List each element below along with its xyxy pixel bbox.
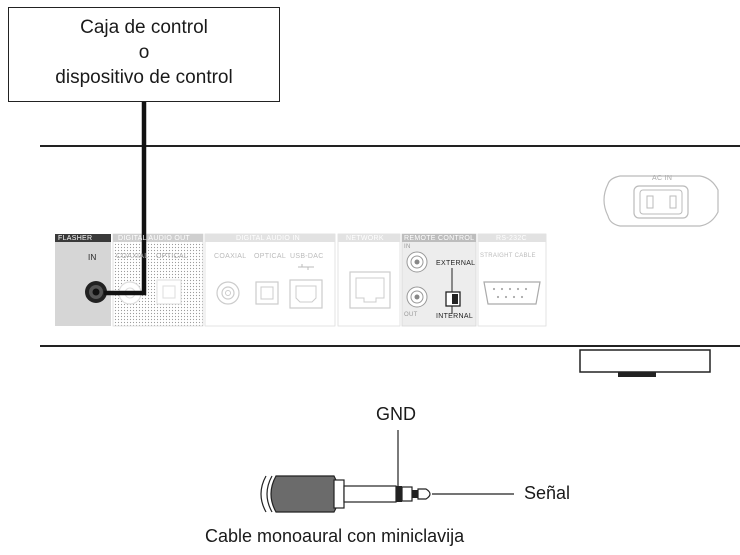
control-cable xyxy=(104,102,147,296)
signal-label: Señal xyxy=(524,483,571,503)
network-title: NETWORK xyxy=(346,235,384,242)
digital-audio-in-usb: USB-DAC xyxy=(290,253,324,260)
digital-audio-out-title: DIGITAL AUDIO OUT xyxy=(118,235,190,242)
flasher-in-label: IN xyxy=(88,253,97,262)
rs232c-title: RS-232C xyxy=(496,235,527,242)
gnd-label: GND xyxy=(376,404,416,424)
digital-audio-in-panel xyxy=(204,233,336,327)
control-box-line-2: o xyxy=(138,42,150,63)
network-panel xyxy=(337,233,401,327)
usb-icon xyxy=(298,264,314,270)
digital-audio-out-panel xyxy=(112,233,204,327)
remote-control-in-label: IN xyxy=(404,244,411,250)
rs232c-sub: STRAIGHT CABLE xyxy=(480,253,536,259)
control-box-line-3: dispositivo de control xyxy=(55,67,233,88)
digital-audio-in-optical: OPTICAL xyxy=(254,253,287,260)
rs232c-panel xyxy=(477,233,547,327)
plug-caption: Cable monoaural con miniclavija xyxy=(205,526,465,546)
ac-in-label: AC IN xyxy=(652,175,673,182)
remote-control-external-label: EXTERNAL xyxy=(436,260,476,267)
control-box-line-1: Caja de control xyxy=(80,17,208,38)
mono-mini-plug xyxy=(260,430,514,513)
remote-control-internal-label: INTERNAL xyxy=(436,313,474,320)
device-foot xyxy=(579,349,711,377)
digital-audio-out-coaxial: COAXIAL xyxy=(116,253,149,260)
digital-audio-in-title: DIGITAL AUDIO IN xyxy=(236,235,300,242)
ac-in-socket xyxy=(603,175,719,227)
remote-control-out-label: OUT xyxy=(404,312,418,318)
control-box: Caja de control o dispositivo de control xyxy=(8,7,280,102)
flasher-panel xyxy=(55,234,111,326)
remote-control-panel xyxy=(401,233,477,327)
flasher-title: FLASHER xyxy=(58,235,93,242)
remote-control-title: REMOTE CONTROL xyxy=(404,235,475,242)
digital-audio-in-coaxial: COAXIAL xyxy=(214,253,247,260)
digital-audio-out-optical: OPTICAL xyxy=(156,253,189,260)
